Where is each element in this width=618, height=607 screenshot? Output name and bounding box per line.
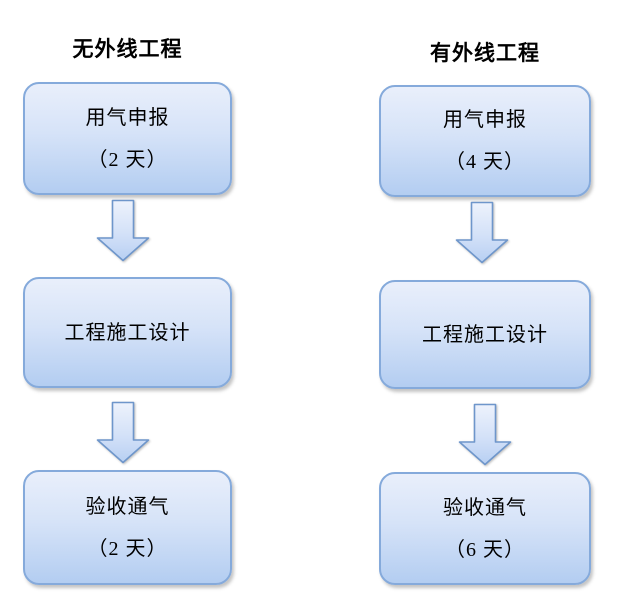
flow-step-box: 验收通气 （6 天） <box>379 472 591 585</box>
down-arrow-icon <box>455 201 509 264</box>
flow-step-box: 用气申报 （2 天） <box>23 82 232 195</box>
step-label: 工程施工设计 <box>64 321 191 344</box>
step-label: 用气申报 <box>85 106 170 129</box>
step-label: 用气申报 <box>443 109 527 131</box>
step-duration: （2 天） <box>87 537 168 560</box>
flow-step-box: 用气申报 （4 天） <box>379 85 591 197</box>
flow-step-box: 验收通气 （2 天） <box>23 470 232 585</box>
column-title-with-external-line: 有外线工程 <box>430 41 540 65</box>
step-duration: （6 天） <box>445 538 525 561</box>
down-arrow-icon <box>96 199 150 262</box>
down-arrow-icon <box>96 401 150 464</box>
step-duration: （4 天） <box>445 151 525 173</box>
step-label: 工程施工设计 <box>422 323 548 346</box>
step-label: 验收通气 <box>443 496 527 519</box>
flow-step-box: 工程施工设计 <box>379 280 591 389</box>
step-label: 验收通气 <box>85 495 170 518</box>
step-duration: （2 天） <box>87 148 168 171</box>
column-title-no-external-line: 无外线工程 <box>72 37 183 61</box>
flow-step-box: 工程施工设计 <box>23 277 232 388</box>
down-arrow-icon <box>458 403 512 466</box>
